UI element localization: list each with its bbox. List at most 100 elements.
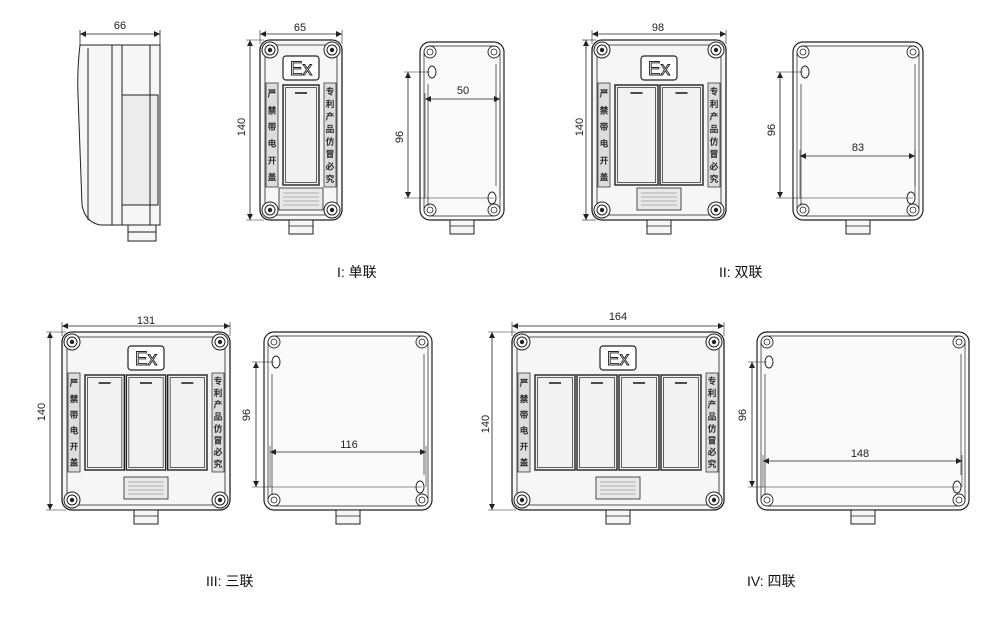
cable-gland: [449, 219, 475, 235]
patent-character: 品: [326, 125, 335, 135]
warning-character: 开: [520, 442, 529, 452]
corner-screw: [211, 333, 229, 351]
patent-character: 究: [214, 459, 223, 470]
patent-character: 品: [214, 413, 223, 423]
corner-screw: [323, 201, 341, 219]
patent-character: 品: [708, 413, 717, 423]
right-label-strip: [705, 372, 719, 473]
rocker-switch-inner: [617, 87, 656, 183]
warning-character: 开: [600, 156, 609, 166]
ex-mark-box: [640, 55, 678, 81]
rocker-switch-inner: [621, 377, 657, 468]
variant-1-dimension-labels: 65 140 96 50: [236, 22, 469, 143]
cable-gland: [335, 509, 361, 525]
back-view-2-gang: [776, 41, 924, 235]
warning-character: 电: [600, 139, 609, 150]
left-label-strip: [517, 372, 531, 473]
rocker-switch-inner: [537, 377, 573, 468]
caption-triple-gang: III: 三联: [206, 573, 254, 589]
back-view-4-gang: [748, 331, 970, 525]
warning-character: 禁: [519, 394, 529, 405]
variant-4-width-label: 164: [609, 311, 627, 323]
rocker-switch-inner: [285, 87, 317, 183]
variant-3-inner-height-label: 96: [241, 409, 253, 421]
corner-screw: [705, 491, 723, 509]
mounting-boss-hole: [426, 206, 434, 214]
warning-character: 电: [520, 426, 529, 437]
warning-character: 盖: [600, 172, 609, 183]
mounting-boss-hole: [426, 48, 434, 56]
warning-character: 带: [70, 410, 79, 421]
corner-screw: [261, 41, 279, 59]
left-label-strip: [597, 82, 611, 188]
mounting-boss-hole: [763, 496, 771, 504]
rocker-switch: [659, 84, 704, 186]
mounting-boss-hole: [418, 338, 426, 346]
variant-2-width-label: 98: [652, 22, 664, 34]
rocker-switch-inner: [128, 377, 164, 468]
patent-character: 利: [707, 388, 717, 399]
mounting-boss-hole: [799, 206, 807, 214]
cable-gland: [288, 219, 314, 235]
variant-2-inner-height-label: 96: [766, 124, 778, 136]
patent-character: 必: [325, 161, 335, 172]
ex-mark-label: Ex: [607, 349, 630, 370]
variant-3-inner-width-label: 116: [340, 439, 358, 451]
patent-character: 究: [326, 174, 335, 185]
caption-quad-gang: IV: 四联: [747, 573, 796, 589]
patent-character: 仿: [214, 423, 223, 434]
patent-character: 产: [326, 111, 335, 122]
mounting-boss-hole: [270, 338, 278, 346]
corner-screw: [211, 491, 229, 509]
left-label-strip: [67, 372, 81, 473]
enclosure-back-inner: [760, 335, 966, 507]
mounting-boss-hole: [490, 48, 498, 56]
patent-character: 必: [707, 447, 717, 458]
ex-mark-box: [127, 345, 165, 371]
enclosure-back: [263, 331, 433, 511]
right-label-strip: [323, 82, 337, 188]
patent-character: 冒: [214, 436, 223, 446]
rocker-switch: [166, 374, 208, 471]
patent-character: 究: [708, 459, 717, 470]
enclosure-rim: [66, 336, 226, 506]
patent-character: 专: [326, 86, 335, 97]
rocker-switch-inner: [662, 87, 701, 183]
variant-4-height-label: 140: [480, 415, 492, 433]
enclosure-rim: [596, 44, 722, 216]
corner-screw: [593, 201, 611, 219]
enclosure-back-inner: [796, 45, 920, 217]
left-label-strip: [265, 82, 279, 188]
ex-mark-label: Ex: [290, 59, 313, 80]
enclosure-back-inner: [267, 335, 429, 507]
rocker-switch: [534, 374, 576, 471]
warning-character: 禁: [69, 394, 79, 405]
corner-screw: [323, 41, 341, 59]
enclosure-rim: [516, 336, 720, 506]
corner-screw: [707, 201, 725, 219]
patent-character: 仿: [710, 136, 719, 147]
mounting-boss-hole: [955, 496, 963, 504]
mounting-boss-hole: [909, 48, 917, 56]
corner-screw: [593, 41, 611, 59]
corner-screw: [513, 491, 531, 509]
name-plate: [595, 476, 641, 500]
warning-character: 带: [268, 122, 277, 133]
variant-4-dimension-labels: 164 140 96 148: [480, 311, 869, 460]
side-width-dimension: [79, 30, 161, 45]
patent-character: 冒: [710, 150, 719, 160]
corner-screw: [261, 201, 279, 219]
mounting-boss-hole: [418, 496, 426, 504]
corner-screw: [63, 333, 81, 351]
patent-character: 产: [710, 111, 719, 122]
warning-character: 带: [520, 410, 529, 421]
ex-mark-label: Ex: [648, 59, 671, 80]
warning-character: 电: [70, 426, 79, 437]
enclosure-back: [756, 331, 970, 511]
patent-character: 专: [710, 86, 719, 97]
warning-character: 严: [519, 379, 529, 389]
cable-gland: [605, 509, 631, 525]
patent-character: 专: [708, 376, 717, 387]
rocker-switch: [660, 374, 702, 471]
